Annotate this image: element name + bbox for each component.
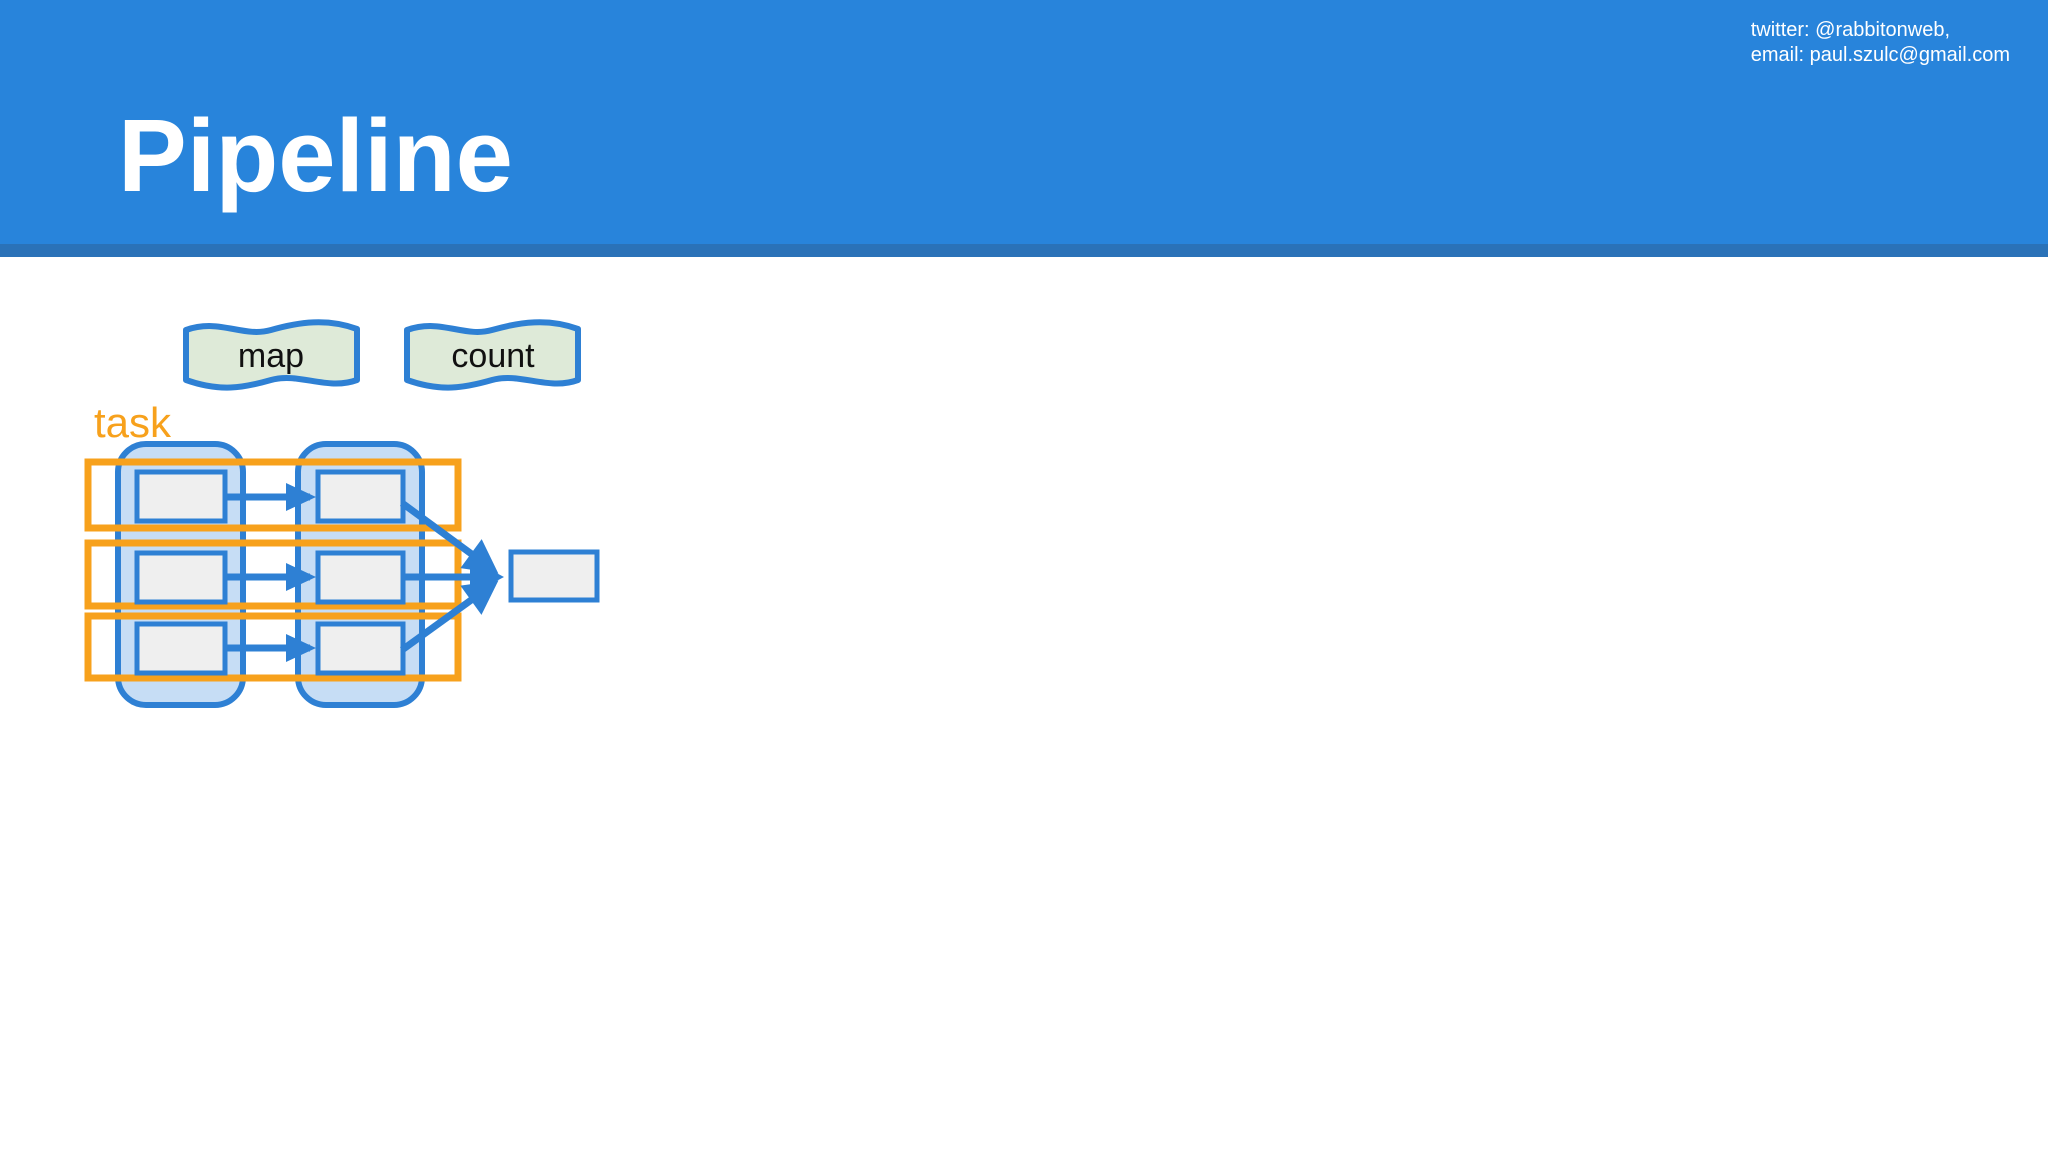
count-stage-label: count [451, 337, 535, 375]
count-worker-box-1 [315, 469, 406, 524]
task-label: task [94, 399, 172, 446]
count-worker-box-2 [315, 550, 406, 605]
contact-twitter: twitter: @rabbitonweb, [1750, 19, 1950, 41]
contact-info: twitter: @rabbitonweb, email: paul.szulc… [1751, 18, 2010, 68]
map-worker-box-1 [134, 469, 228, 524]
page-title: Pipeline [118, 98, 513, 213]
count-worker-box-3 [315, 621, 406, 676]
task-row-outline-3 [84, 612, 462, 682]
count-stage-shape [404, 319, 581, 391]
arrow-merge-bottom [399, 580, 499, 653]
map-stage-label: map [238, 337, 304, 375]
contact-email: email: paul.szulc@gmail.com [1750, 44, 2010, 66]
header-band: Pipeline twitter: @rabbitonweb, email: p… [0, 0, 2048, 244]
map-worker-box-3 [134, 621, 228, 676]
map-stage-shape [183, 319, 360, 391]
merge-output-box [508, 549, 600, 603]
header-accent-strip [0, 244, 2048, 257]
map-worker-box-2 [134, 550, 228, 605]
arrow-merge-top [399, 500, 499, 574]
task-row-outline-1 [84, 458, 462, 532]
